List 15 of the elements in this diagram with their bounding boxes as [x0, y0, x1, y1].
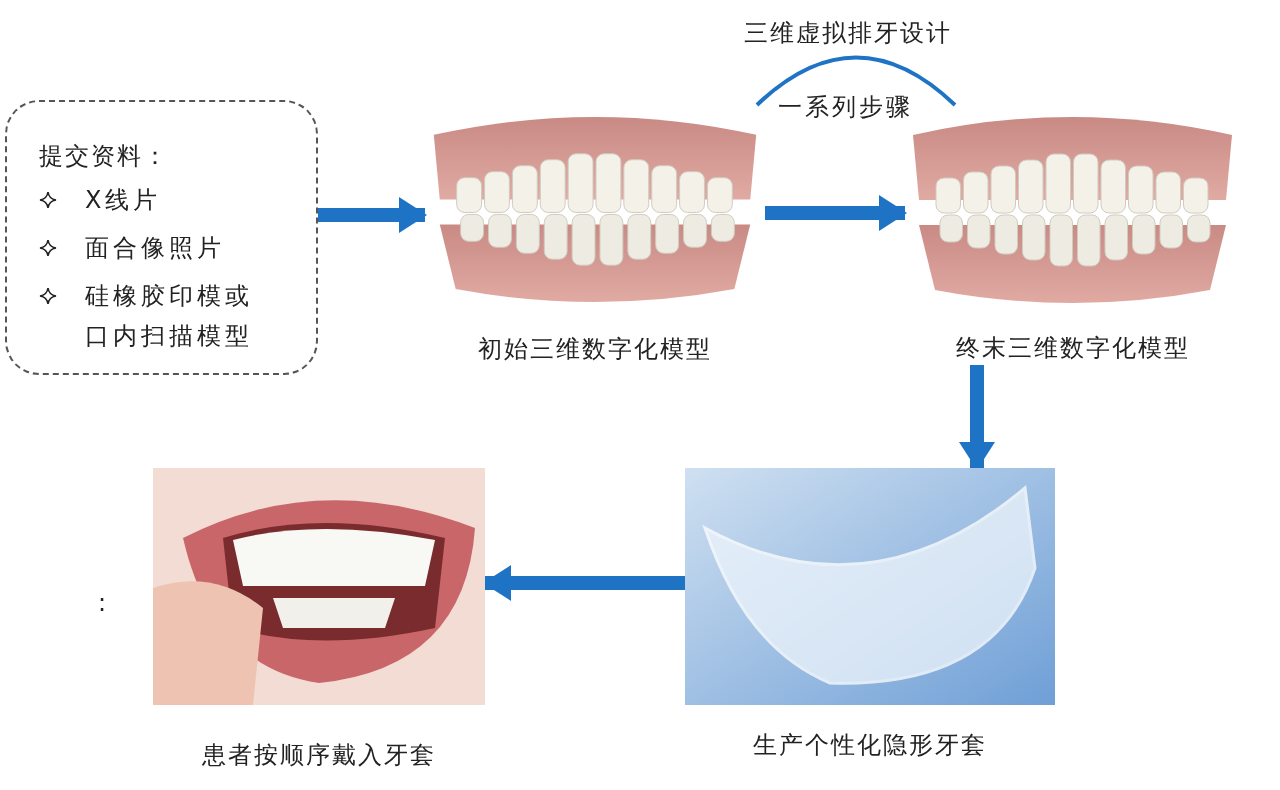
node-label: 生产个性化隐形牙套 [753, 730, 987, 761]
annotation-text: : [97, 589, 109, 617]
node-label: 终末三维数字化模型 [955, 333, 1190, 364]
list-heading: 提交资料： [39, 141, 170, 172]
list-item: 硅橡胶印模或口内扫描模型 [85, 281, 254, 352]
node-label: 患者按顺序戴入牙套 [202, 740, 436, 771]
curved-connector [755, 55, 957, 107]
block-arrow [318, 197, 427, 233]
list-item: X线片 [85, 185, 163, 216]
annotation-text: 三维虚拟排牙设计 [744, 18, 952, 49]
block-arrow [959, 365, 995, 470]
block-arrow [765, 195, 907, 231]
dashed-list-box [5, 100, 318, 375]
node-label: 初始三维数字化模型 [478, 334, 712, 365]
list-item: 面合像照片 [85, 233, 226, 264]
